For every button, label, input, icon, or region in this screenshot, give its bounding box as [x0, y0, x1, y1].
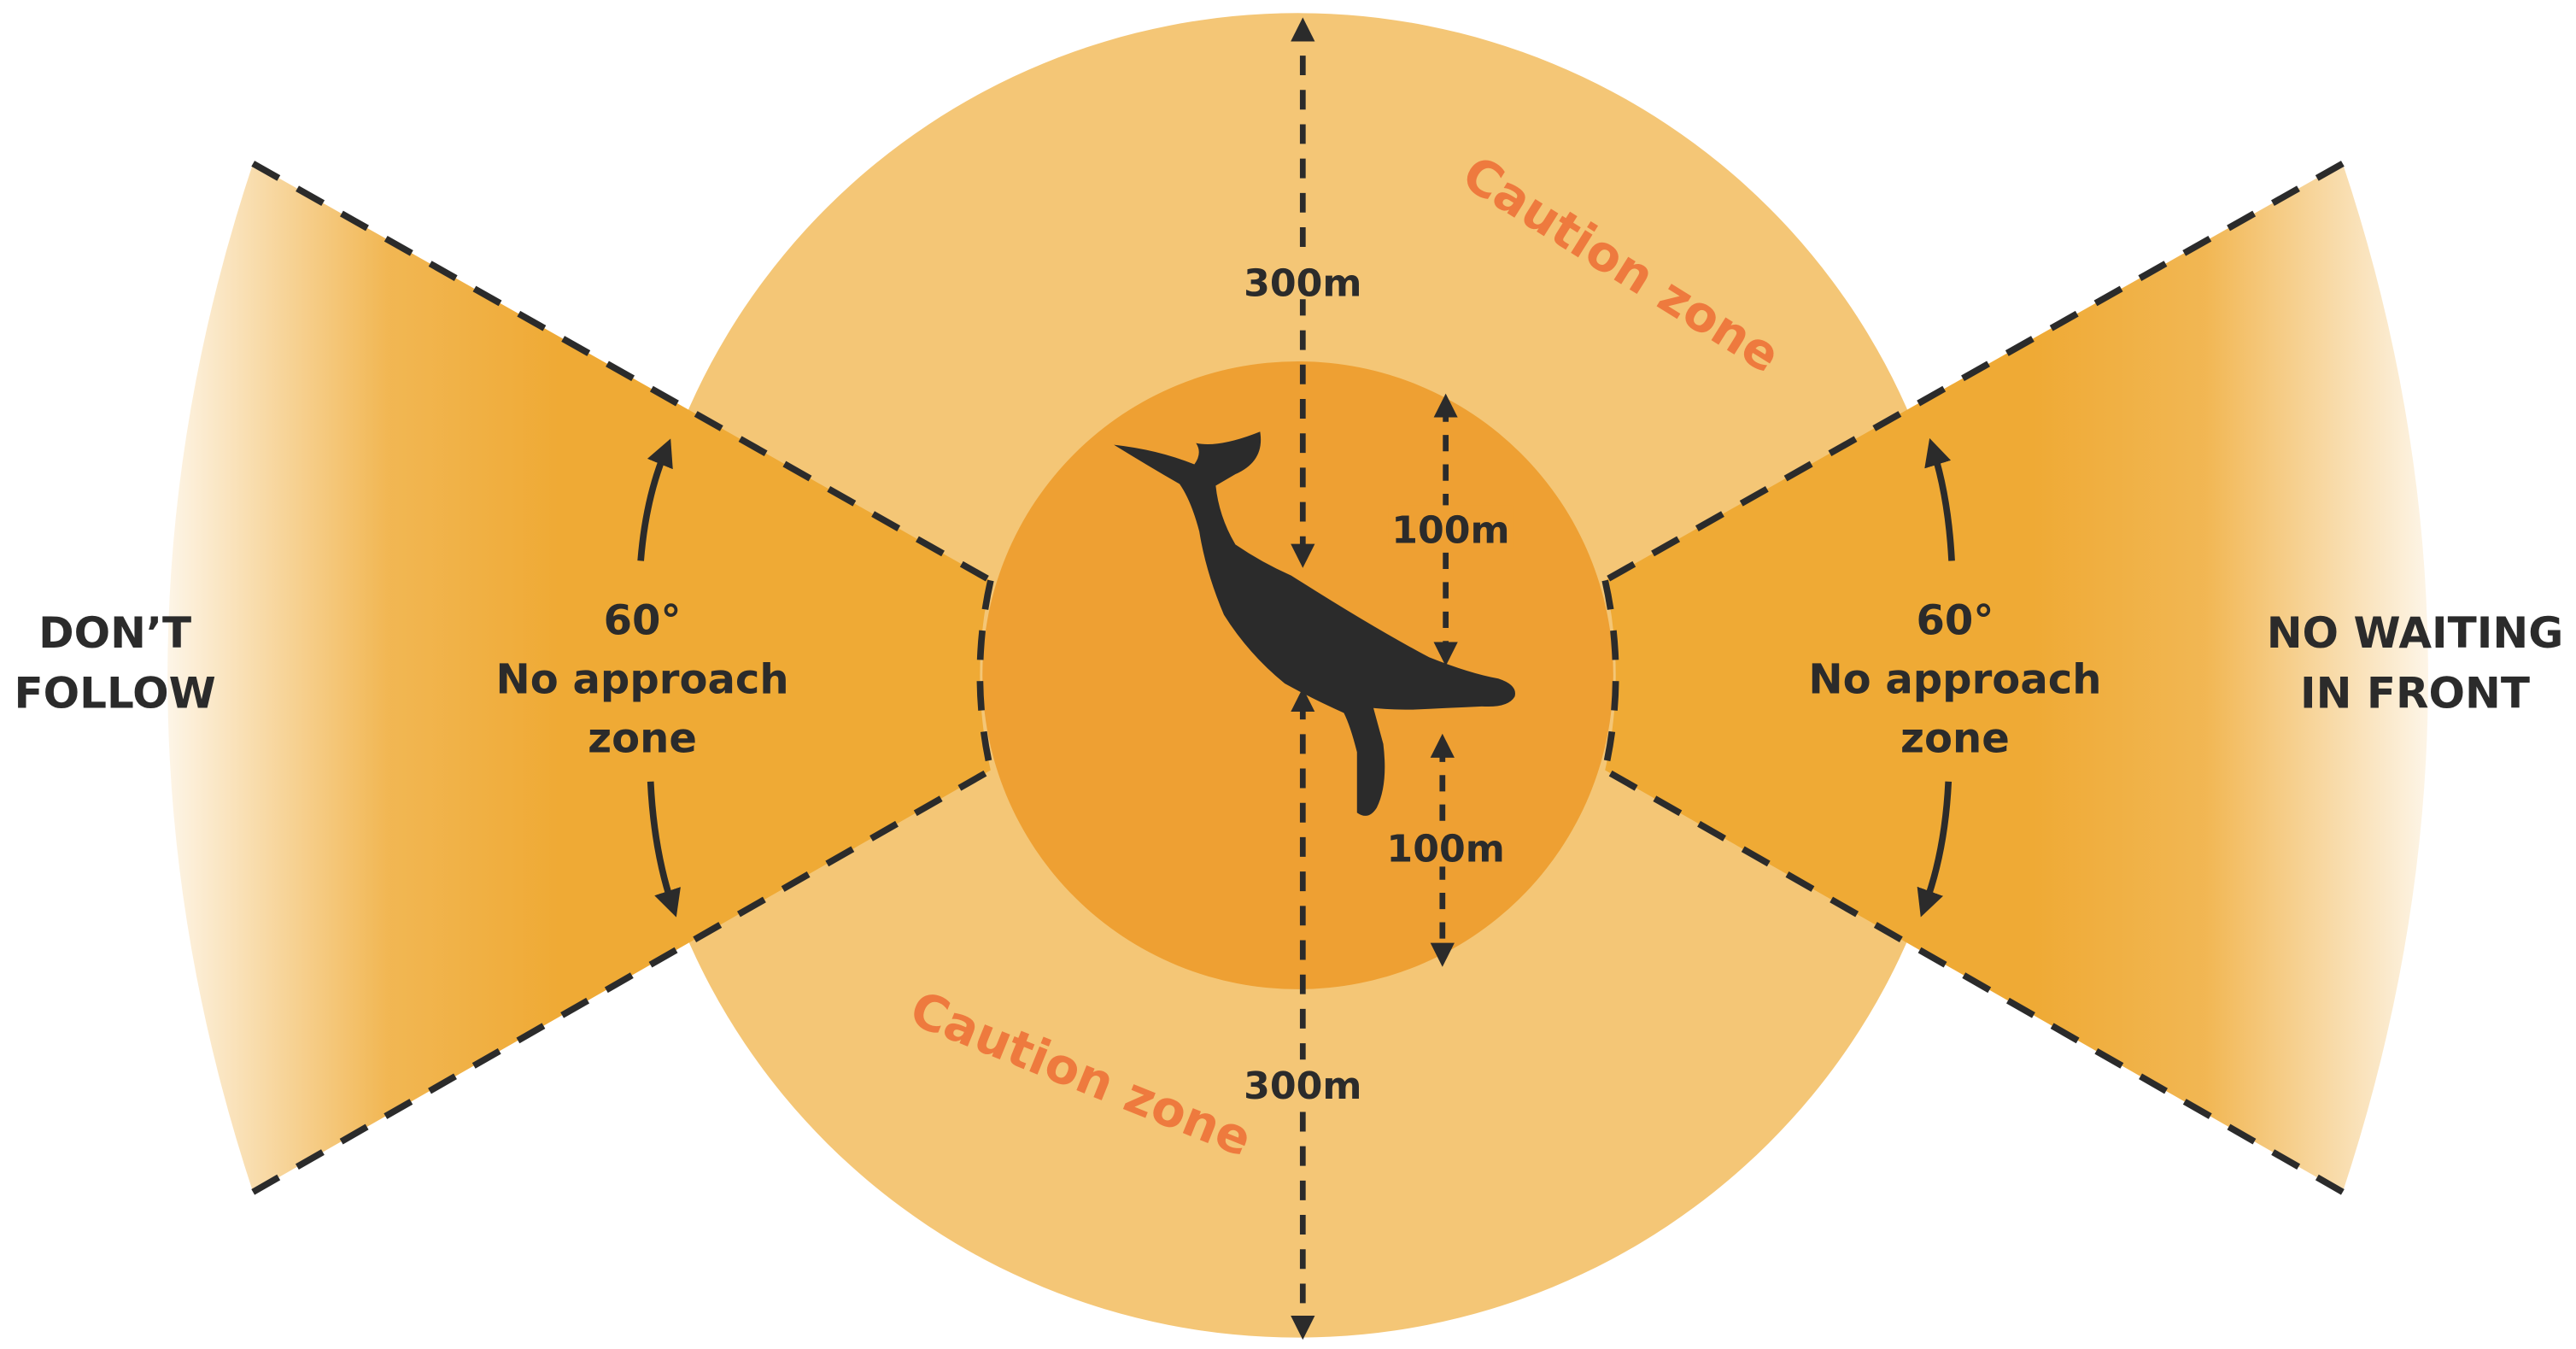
side-label-left-line-2: FOLLOW: [15, 669, 216, 718]
no-approach-label-right-line-1: No approach: [1808, 656, 2101, 704]
side-label-right-line-1: NO WAITING: [2267, 608, 2564, 658]
label-100m-top: 100m: [1391, 509, 1509, 553]
label-100m-bottom: 100m: [1386, 828, 1504, 871]
angle-label-right: 60°: [1916, 597, 1993, 645]
side-label-left-line-1: DON’T: [38, 608, 191, 658]
label-300m-top: 300m: [1244, 262, 1361, 306]
label-300m-bottom: 300m: [1244, 1065, 1361, 1108]
no-approach-label-left-line-1: No approach: [495, 656, 788, 704]
no-approach-label-left-line-2: zone: [588, 715, 697, 763]
side-label-right-line-2: IN FRONT: [2300, 669, 2530, 718]
angle-label-left: 60°: [604, 597, 682, 645]
no-approach-label-right-line-2: zone: [1900, 715, 2010, 763]
